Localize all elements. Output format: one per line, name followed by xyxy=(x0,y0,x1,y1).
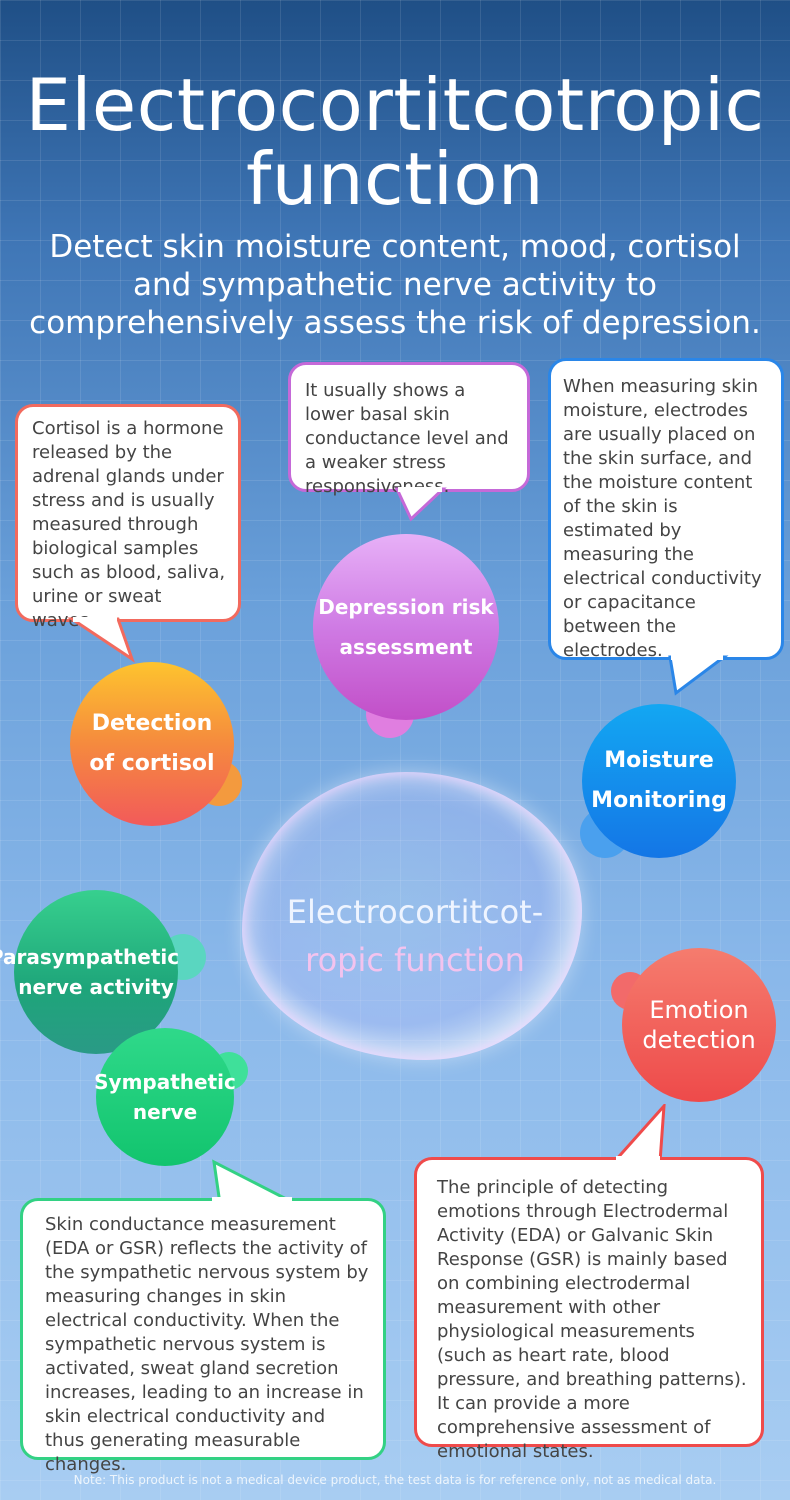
center-label-line-2: ropic function xyxy=(305,941,525,979)
center-label-line-1: Electrocortitcot- xyxy=(286,893,544,931)
depression-bubble-text: It usually shows a lower basal skin cond… xyxy=(305,380,509,497)
moisture-bubble-tail xyxy=(668,655,729,696)
center-label: Electrocortitcot- ropic function xyxy=(250,888,580,984)
depression-bubble-tail xyxy=(395,487,447,522)
cortisol-bubble-tail xyxy=(67,617,135,663)
sympathetic-bubble-text: Skin conductance measurement (EDA or GSR… xyxy=(45,1214,369,1475)
emotion-bubble-text: The principle of detecting emotions thro… xyxy=(437,1177,747,1462)
moisture-bubble-text: When measuring skin moisture, electrodes… xyxy=(563,376,762,661)
disclaimer-note: Note: This product is not a medical devi… xyxy=(73,1473,717,1487)
page-subtitle: Detect skin moisture content, mood, cort… xyxy=(29,229,761,341)
emotion-bubble-tail-cover xyxy=(616,1156,660,1162)
depression-bubble: It usually shows a lower basal skin cond… xyxy=(288,362,530,497)
sympathetic-bubble-tail-cover xyxy=(212,1197,292,1203)
emotion-bubble: The principle of detecting emotions thro… xyxy=(414,1157,764,1462)
page-title: Electrocortitcotropic function xyxy=(0,68,790,216)
sympathetic-bubble: Skin conductance measurement (EDA or GSR… xyxy=(20,1198,386,1475)
moisture-bubble: When measuring skin moisture, electrodes… xyxy=(548,358,784,661)
title-line-1: Electrocortitcotropic xyxy=(25,63,765,147)
title-line-2: function xyxy=(245,137,545,221)
center-orb xyxy=(242,772,582,1060)
cortisol-bubble: Cortisol is a hormone released by the ad… xyxy=(15,404,241,631)
cortisol-bubble-text: Cortisol is a hormone released by the ad… xyxy=(32,418,226,631)
